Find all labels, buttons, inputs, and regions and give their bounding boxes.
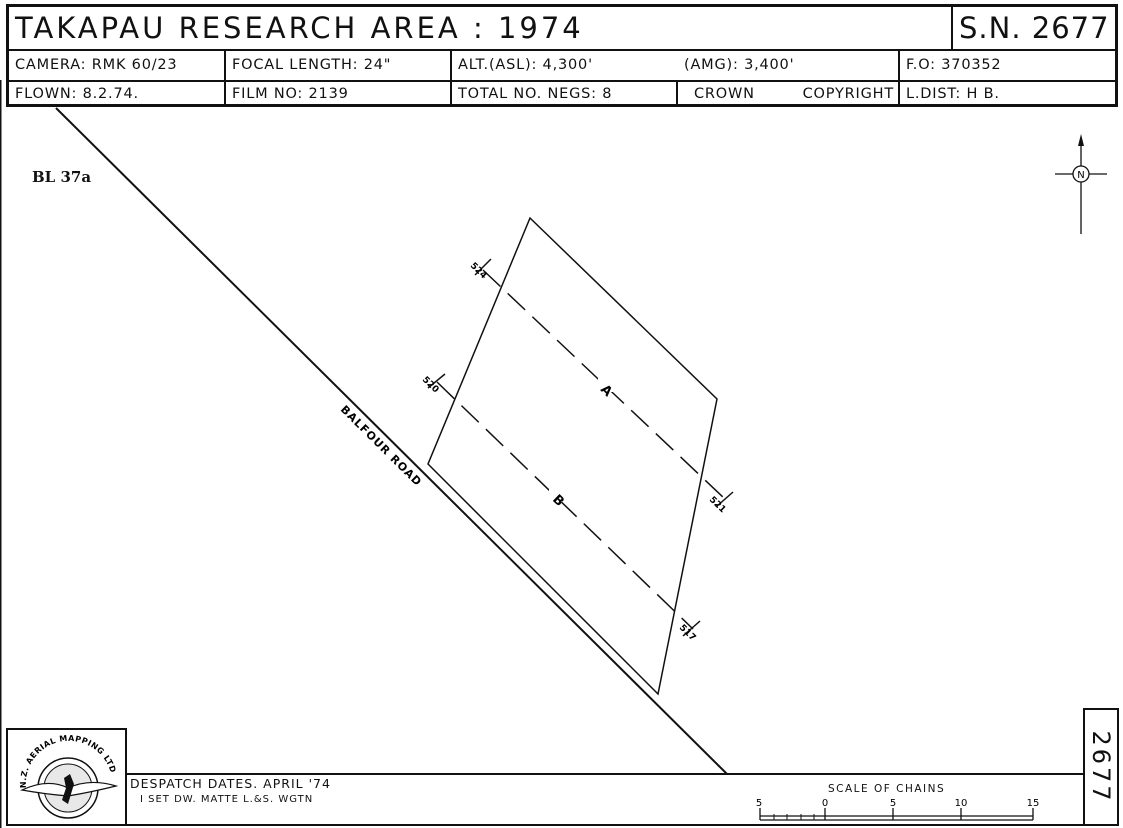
fo-field: F.O: 370352 xyxy=(906,56,1002,73)
run-b-line xyxy=(436,381,694,630)
total-negs-field: TOTAL NO. NEGS: 8 xyxy=(452,80,678,107)
scale-title: SCALE OF CHAINS xyxy=(828,783,946,795)
alt-amg-field: (AMG): 3,400' xyxy=(678,49,900,80)
crown-copyright-field: CROWN COPYRIGHT xyxy=(678,80,900,107)
title-block: TAKAPAU RESEARCH AREA : 1974 S.N. 2677 C… xyxy=(6,4,1118,107)
run-b-start-neg: 520 xyxy=(420,375,440,395)
sheet-number: S.N. 2677 xyxy=(959,11,1110,45)
run-b-label-bg xyxy=(549,488,565,502)
title-row: TAKAPAU RESEARCH AREA : 1974 S.N. 2677 xyxy=(9,7,1115,51)
scale-tick-label: 5 xyxy=(890,798,896,809)
run-b-end-tick xyxy=(682,620,701,637)
logo-box: N.Z. AERIAL MAPPING LTD xyxy=(6,728,127,826)
info-row-2: FLOWN: 8.2.74. FILM NO: 2139 TOTAL NO. N… xyxy=(9,80,1115,107)
despatch-detail: I SET DW. MATTE L.&S. WGTN xyxy=(140,794,314,805)
scale-tick-label: 10 xyxy=(955,798,968,809)
road-label: BALFOUR ROAD xyxy=(338,403,425,489)
side-number-box: 2677 xyxy=(1083,708,1119,826)
scale-bar: 5 0 5 10 15 xyxy=(756,798,1040,821)
flown-field: FLOWN: 8.2.74. xyxy=(9,80,226,107)
run-a-end-neg: 521 xyxy=(707,495,727,515)
scale-tick-label: 5 xyxy=(756,798,762,809)
north-arrow-icon: N xyxy=(1055,134,1107,234)
side-number: 2677 xyxy=(1087,730,1115,804)
scale-tick-label: 0 xyxy=(822,798,828,809)
despatch-dates: DESPATCH DATES. APRIL '74 xyxy=(130,776,331,791)
run-a-end-tick xyxy=(715,491,734,508)
run-b-start-tick xyxy=(427,373,446,389)
north-label: N xyxy=(1077,170,1084,181)
alt-asl-field: ALT.(ASL): 4,300' xyxy=(458,56,593,73)
company-logo: N.Z. AERIAL MAPPING LTD xyxy=(19,734,119,819)
camera-field: CAMERA: RMK 60/23 xyxy=(9,49,226,80)
focal-length-field: FOCAL LENGTH: 24" xyxy=(226,49,452,80)
crown-text: CROWN xyxy=(694,85,755,102)
run-a-line xyxy=(482,269,727,501)
road-line xyxy=(55,107,728,775)
run-a-start-tick xyxy=(474,258,492,276)
scale-tick-label: 15 xyxy=(1027,798,1040,809)
area-boundary xyxy=(427,216,718,696)
run-a-label-bg xyxy=(598,378,614,392)
block-label: BL 37a xyxy=(32,168,92,186)
info-row-1: CAMERA: RMK 60/23 FOCAL LENGTH: 24" ALT.… xyxy=(9,49,1115,82)
copyright-text: COPYRIGHT xyxy=(802,85,894,102)
map-title: TAKAPAU RESEARCH AREA : 1974 xyxy=(9,7,953,49)
l-dist-field: L.DIST: H B. xyxy=(906,85,1000,102)
film-no-field: FILM NO: 2139 xyxy=(226,80,452,107)
footer-bar xyxy=(125,773,1085,826)
